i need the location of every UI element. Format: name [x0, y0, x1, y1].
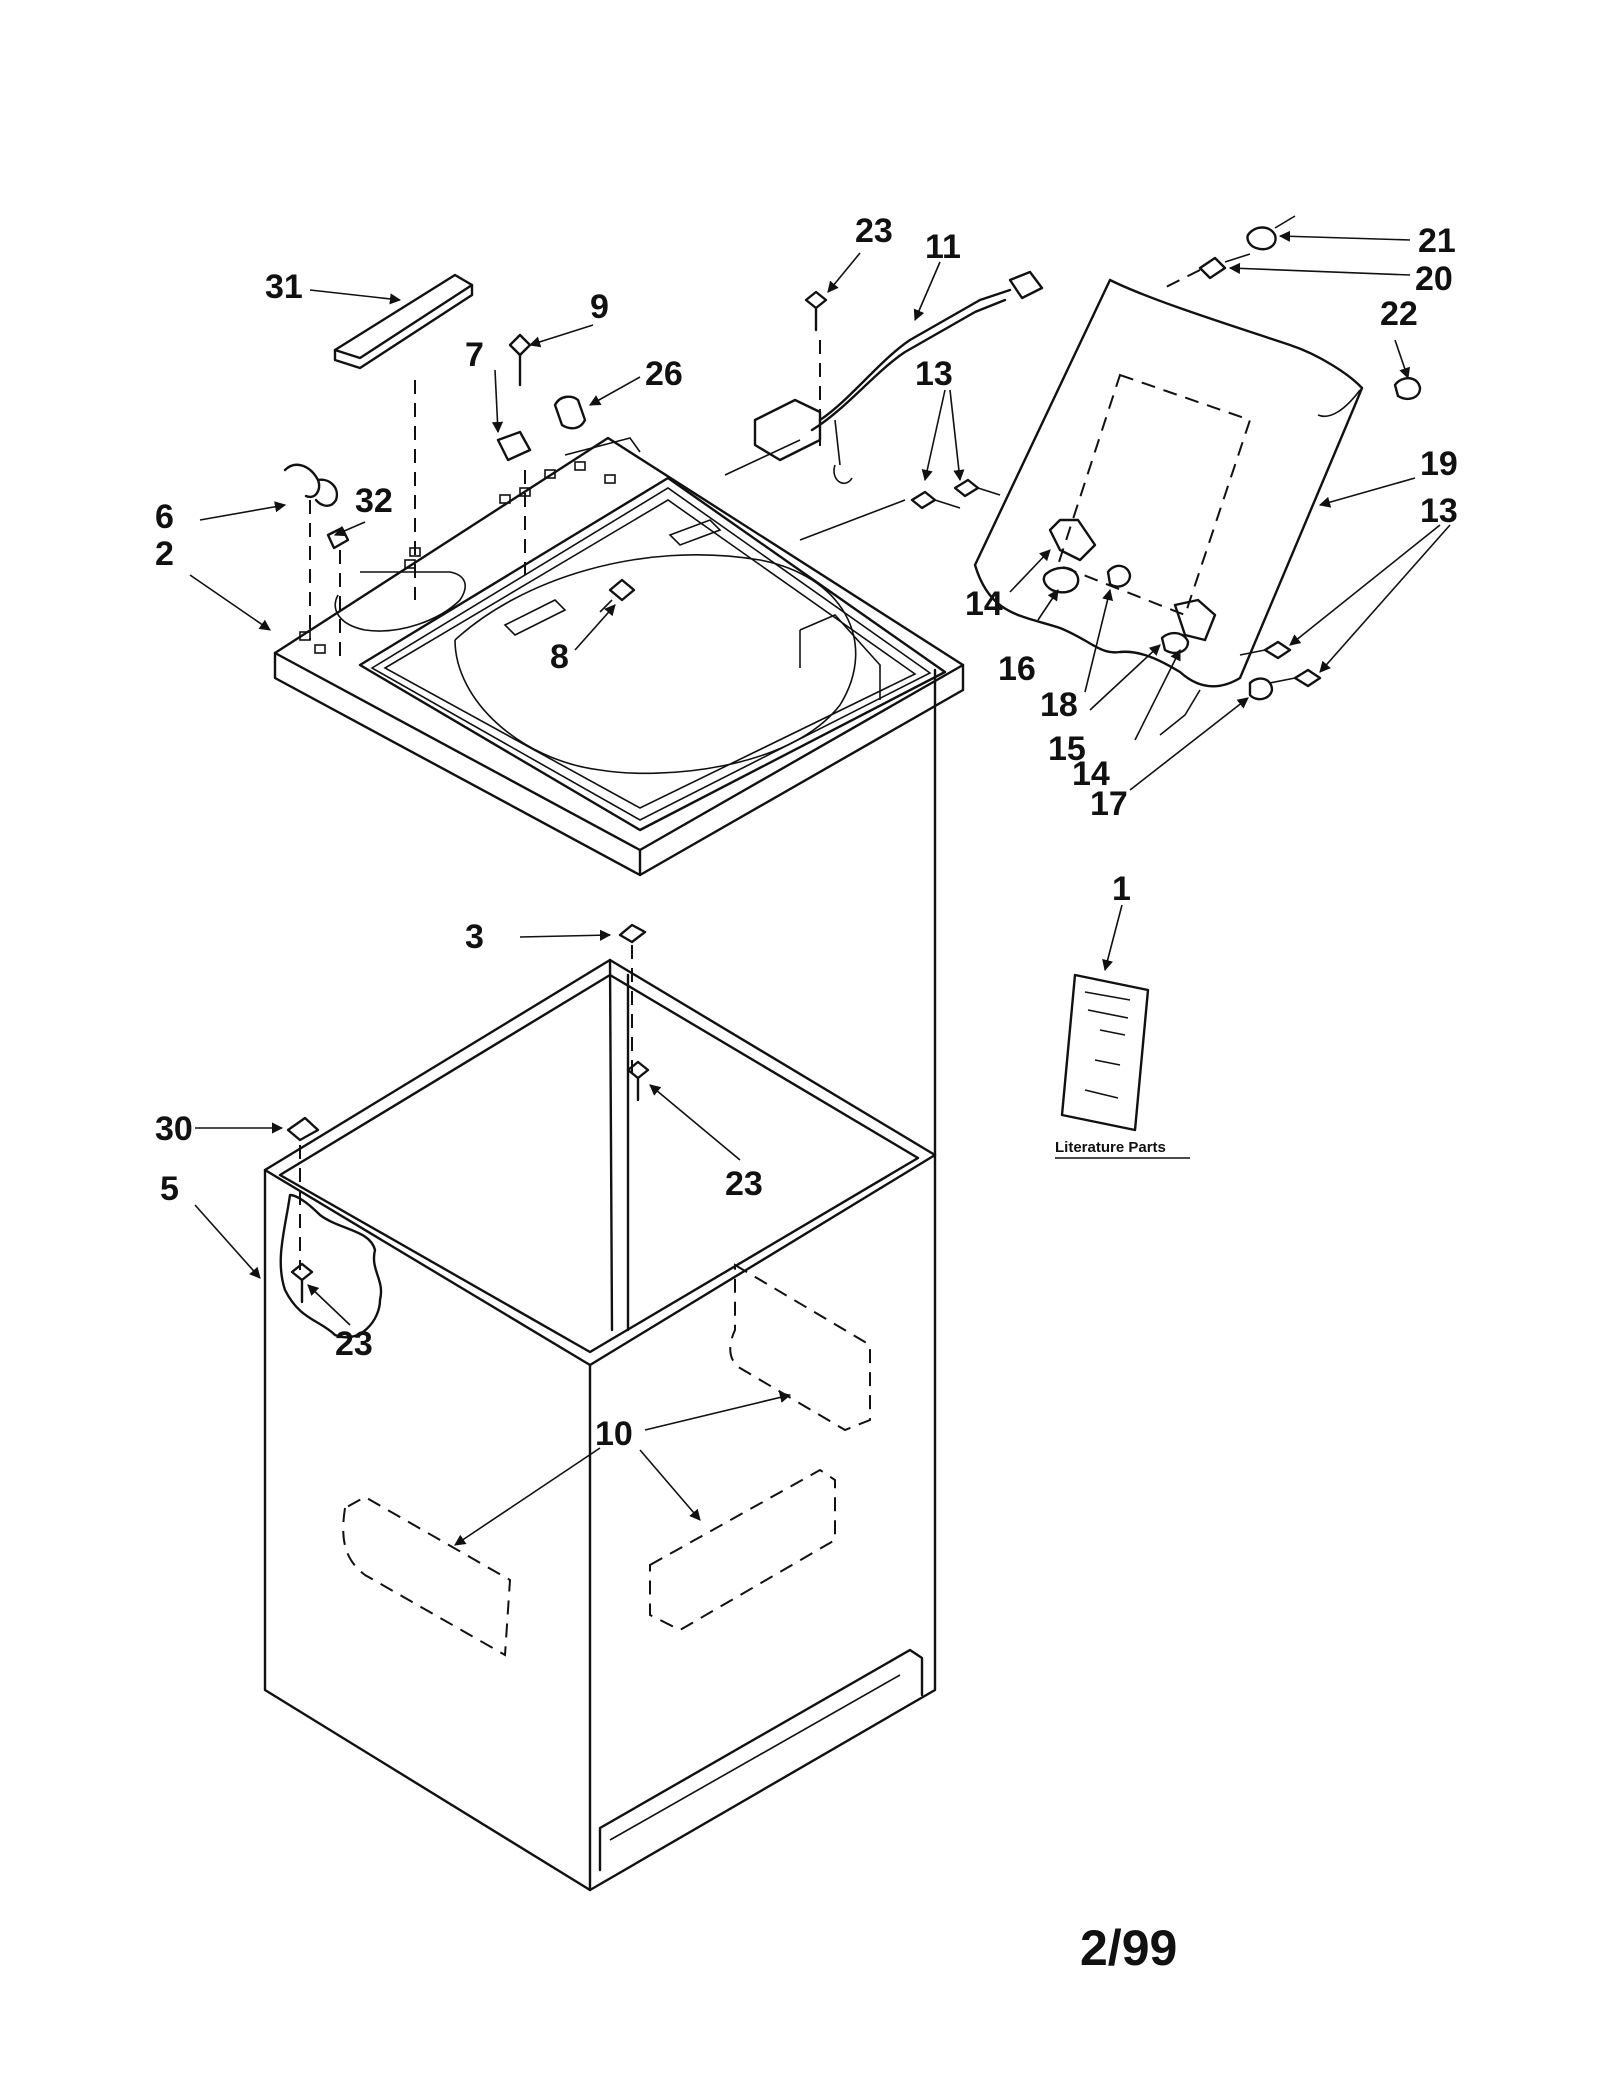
- part-22-bumper: [1393, 377, 1422, 400]
- callout-16: 16: [998, 650, 1036, 688]
- part-18-bushing: [1106, 564, 1132, 588]
- callout-20: 20: [1415, 260, 1453, 298]
- part-17-washer: [1248, 677, 1274, 701]
- callout-21: 21: [1418, 222, 1456, 260]
- callout-22: 22: [1380, 295, 1418, 333]
- part-15-hinge-cam: [1160, 631, 1190, 654]
- callout-10: 10: [595, 1415, 633, 1453]
- callout-18: 18: [1040, 686, 1078, 724]
- part-7-bracket: [496, 430, 532, 575]
- callout-9: 9: [590, 288, 609, 326]
- callout-5: 5: [160, 1170, 179, 1208]
- callout-labels: 1 2 3 5 6 7 8 9 10 11 13 13 14 14 15 16 …: [155, 212, 1458, 1453]
- part-14-hinge-right: [1173, 598, 1217, 642]
- callout-15: 15: [1048, 730, 1086, 768]
- insulation-pads: [342, 1263, 871, 1657]
- callout-30: 30: [155, 1110, 193, 1148]
- part-11-lid-switch-harness: [724, 270, 1044, 541]
- part-21-bumper: [1246, 215, 1296, 251]
- callout-31: 31: [265, 268, 303, 306]
- callout-1: 1: [1112, 870, 1131, 908]
- callout-32: 32: [355, 482, 393, 520]
- cabinet: [263, 668, 937, 1892]
- callout-11: 11: [925, 228, 961, 266]
- callout-7: 7: [465, 336, 484, 374]
- part-30-clip: [286, 1116, 320, 1270]
- callout-17: 17: [1090, 785, 1128, 823]
- literature-parts-caption: Literature Parts: [1055, 1139, 1166, 1156]
- part-23-screw-mid: [626, 1060, 650, 1102]
- callout-14-right: 14: [1072, 755, 1110, 793]
- part-13-screws-upper: [910, 478, 1001, 510]
- part-23-screw-low: [290, 1262, 314, 1304]
- part-8-screw: [599, 578, 636, 613]
- callout-14-left: 14: [965, 585, 1003, 623]
- top-panel: [273, 436, 965, 877]
- callout-6: 6: [155, 498, 174, 536]
- part-13-screws-lower: [1239, 640, 1322, 688]
- callout-26: 26: [645, 355, 683, 393]
- callout-13-upper: 13: [915, 355, 953, 393]
- part-16-hinge-cam: [1042, 566, 1080, 594]
- callout-13-lower: 13: [1420, 492, 1458, 530]
- callout-8: 8: [550, 638, 569, 676]
- lid: [973, 278, 1364, 736]
- callout-2: 2: [155, 535, 174, 573]
- part-6-clip: [283, 463, 339, 640]
- callout-23-top: 23: [855, 212, 893, 250]
- part-9-screw: [508, 333, 532, 387]
- callout-23-low: 23: [335, 1325, 373, 1363]
- callout-23-mid: 23: [725, 1165, 763, 1203]
- part-20-stud: [1159, 253, 1251, 291]
- callout-19: 19: [1420, 445, 1458, 483]
- callout-3: 3: [465, 918, 484, 956]
- part-3-clip: [618, 923, 647, 1075]
- leader-lines: [189, 230, 1451, 1546]
- literature-booklet: [1060, 973, 1150, 1132]
- part-23-screw-top: [804, 290, 828, 450]
- part-31-cover: [333, 273, 474, 600]
- part-32-clip: [326, 526, 350, 660]
- part-14-hinge-left: [1048, 518, 1097, 562]
- part-26-clip: [553, 395, 587, 430]
- page-date: 2/99: [1080, 1920, 1177, 1976]
